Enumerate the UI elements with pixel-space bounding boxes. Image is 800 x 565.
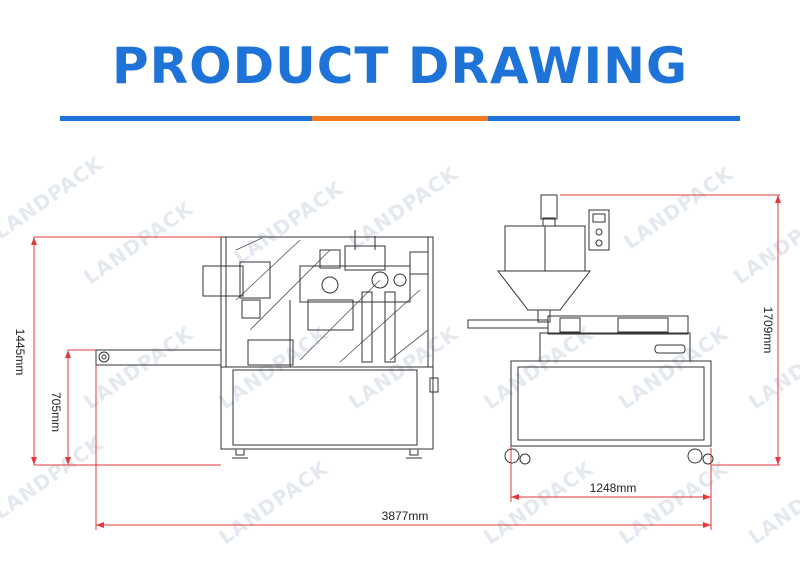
side-view-machine	[467, 194, 714, 465]
watermark: LANDPACK	[614, 456, 733, 549]
watermark: LANDPACK	[79, 196, 198, 289]
dimension-arrows	[31, 195, 781, 528]
watermark: LANDPACK	[744, 456, 800, 549]
watermark: LANDPACK	[344, 161, 463, 254]
dimension-lines	[33, 194, 780, 530]
dimension-label-total-length: 3877mm	[382, 509, 429, 523]
watermark: LANDPACK	[0, 431, 108, 524]
watermark: LANDPACK	[79, 321, 198, 414]
watermark: LANDPACK	[729, 196, 800, 289]
page-title: PRODUCT DRAWING	[111, 37, 689, 95]
watermark: LANDPACK	[214, 456, 333, 549]
title-underline-accent	[312, 116, 488, 121]
dimension-label-side-height: 1709mm	[761, 307, 775, 354]
front-view-machine	[95, 230, 439, 459]
dimension-label-side-width: 1248mm	[590, 481, 637, 495]
watermark: LANDPACK	[619, 161, 738, 254]
watermark: LANDPACK	[479, 456, 598, 549]
dimension-label-conveyor-height: 705mm	[49, 392, 63, 432]
dimension-label-overall-height: 1445mm	[13, 329, 27, 376]
watermark: LANDPACK	[229, 176, 348, 269]
watermark: LANDPACK	[0, 151, 108, 244]
